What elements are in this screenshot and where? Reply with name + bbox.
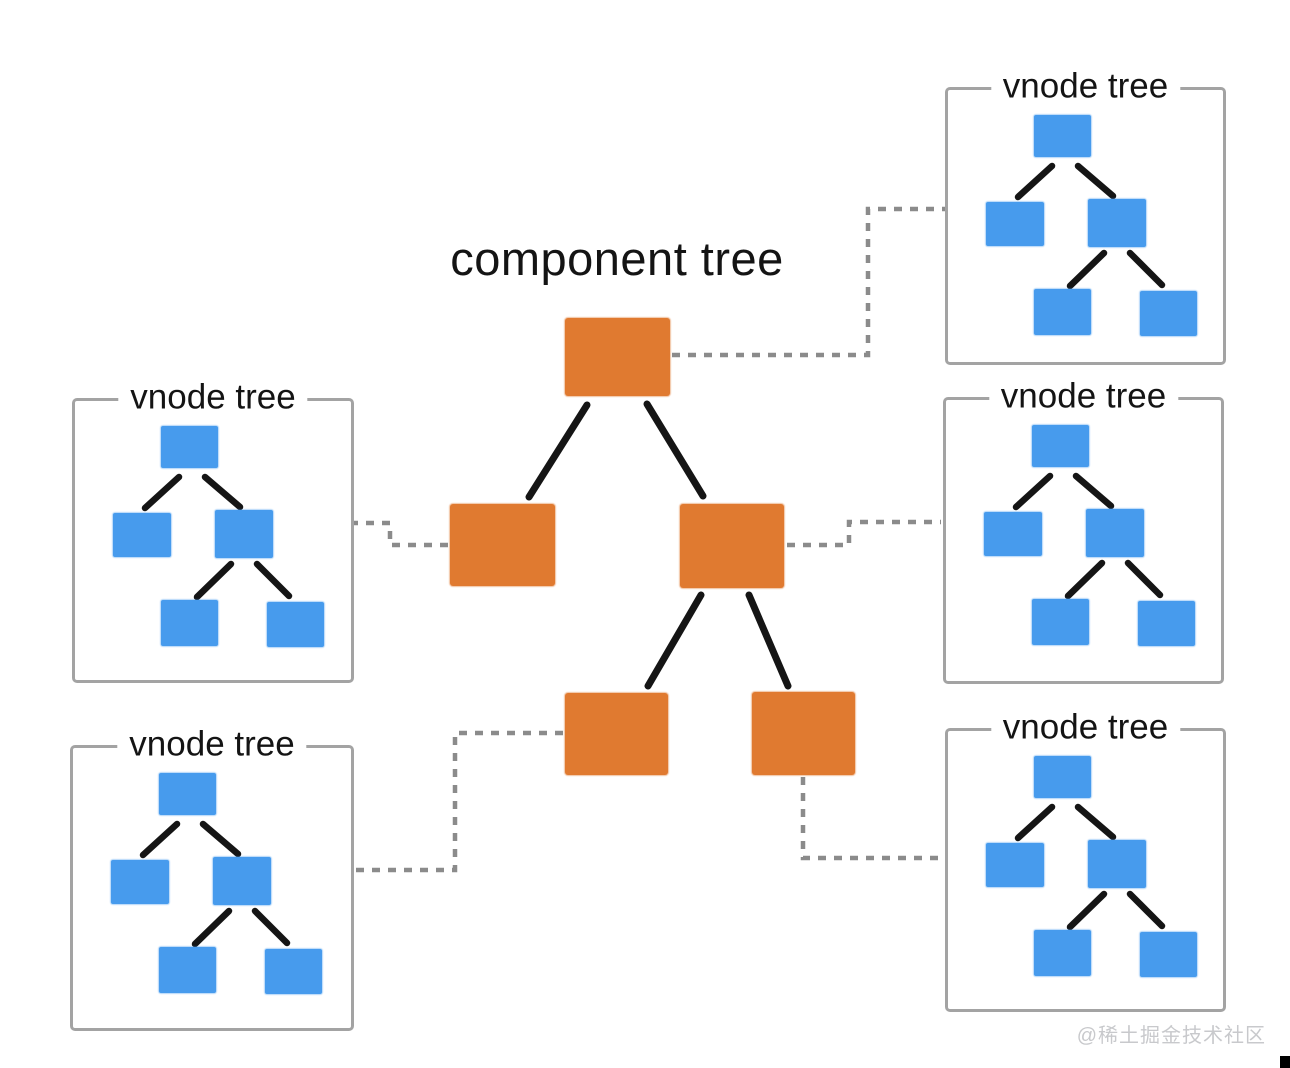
vnode-edge-1 (1072, 472, 1115, 510)
vnode-edge-1 (1074, 162, 1117, 200)
vnode-edge-2 (1066, 890, 1108, 931)
vnode-edge-2 (1064, 559, 1106, 600)
vnode-node-child-right (213, 857, 271, 905)
component-node-grandchild-right (752, 692, 855, 775)
vnode-edge-0 (141, 473, 183, 512)
vnode-node-grandchild-right (267, 602, 324, 647)
vnode-edge-3 (253, 560, 293, 600)
vnode-node-grandchild-right (1140, 932, 1197, 977)
connector-childright-to-middleright (787, 519, 941, 548)
component-node-grandchild-left (565, 693, 668, 775)
vnode-node-grandchild-left (161, 600, 218, 646)
vnode-node-root (1034, 756, 1091, 798)
vnode-tree-box-top-right: vnode tree (945, 67, 1226, 365)
vnode-node-child-right (215, 510, 273, 558)
vnode-tree-title: vnode tree (990, 708, 1181, 748)
component-edge-root-childleft (525, 401, 591, 501)
vnode-node-root (161, 426, 218, 468)
vnode-tree-title: vnode tree (988, 377, 1179, 417)
vnode-edge-2 (1066, 249, 1108, 290)
vnode-edge-0 (139, 820, 181, 859)
component-node-child-right (680, 504, 784, 588)
component-edge-root-childright (643, 400, 707, 500)
vnode-node-grandchild-right (1138, 601, 1195, 646)
vnode-node-child-right (1088, 840, 1146, 888)
watermark: @稀土掘金技术社区 (1076, 1025, 1266, 1047)
vnode-tree-title: vnode tree (118, 378, 308, 418)
component-node-child-left (450, 504, 555, 586)
vnode-tree-title: vnode tree (990, 67, 1181, 107)
vnode-node-child-left (986, 202, 1044, 246)
vnode-edge-0 (1012, 472, 1054, 511)
vnode-edge-1 (199, 820, 242, 858)
vnode-node-grandchild-right (1140, 291, 1197, 336)
mini-vnode-tree (75, 401, 351, 680)
vnode-node-child-left (111, 860, 169, 904)
connector-gcleft-to-bottomleft (352, 730, 563, 873)
vnode-edge-3 (1126, 249, 1166, 289)
vnode-edge-3 (1126, 890, 1166, 930)
vnode-node-child-right (1088, 199, 1146, 247)
component-tree-title: component tree (450, 232, 784, 285)
component-node-root (565, 318, 670, 396)
vnode-node-child-left (113, 513, 171, 557)
vnode-node-grandchild-left (1032, 599, 1089, 645)
vnode-edge-0 (1014, 162, 1056, 201)
component-edge-childright-gcright (745, 591, 792, 690)
vnode-node-child-left (986, 843, 1044, 887)
corner-mark (1280, 1056, 1290, 1068)
vnode-node-root (159, 773, 216, 815)
mini-vnode-tree (948, 731, 1223, 1009)
vnode-edge-1 (1074, 803, 1117, 841)
connector-gcright-to-bottomright (800, 777, 943, 861)
vnode-node-child-left (984, 512, 1042, 556)
vnode-edge-3 (1124, 559, 1164, 599)
vnode-node-grandchild-left (159, 947, 216, 993)
vnode-tree-box-middle-left: vnode tree (72, 378, 354, 683)
vnode-node-child-right (1086, 509, 1144, 557)
connector-childleft-to-middleleft (348, 520, 448, 548)
mini-vnode-tree (73, 748, 351, 1028)
vnode-tree-box-bottom-left: vnode tree (70, 725, 354, 1031)
vnode-edge-2 (191, 907, 233, 948)
vnode-edge-0 (1014, 803, 1056, 842)
vnode-tree-box-middle-right: vnode tree (943, 377, 1224, 684)
mini-vnode-tree (946, 400, 1221, 681)
vnode-node-grandchild-left (1034, 930, 1091, 976)
vnode-node-grandchild-right (265, 949, 322, 994)
vnode-edge-3 (251, 907, 291, 947)
component-edge-childright-gcleft (644, 591, 705, 690)
mini-vnode-tree (948, 90, 1223, 362)
vnode-edge-1 (201, 473, 244, 511)
vnode-node-grandchild-left (1034, 289, 1091, 335)
vnode-node-root (1034, 115, 1091, 157)
vnode-edge-2 (193, 560, 235, 601)
vnode-tree-box-bottom-right: vnode tree (945, 708, 1226, 1012)
vnode-node-root (1032, 425, 1089, 467)
vnode-tree-title: vnode tree (117, 725, 307, 765)
